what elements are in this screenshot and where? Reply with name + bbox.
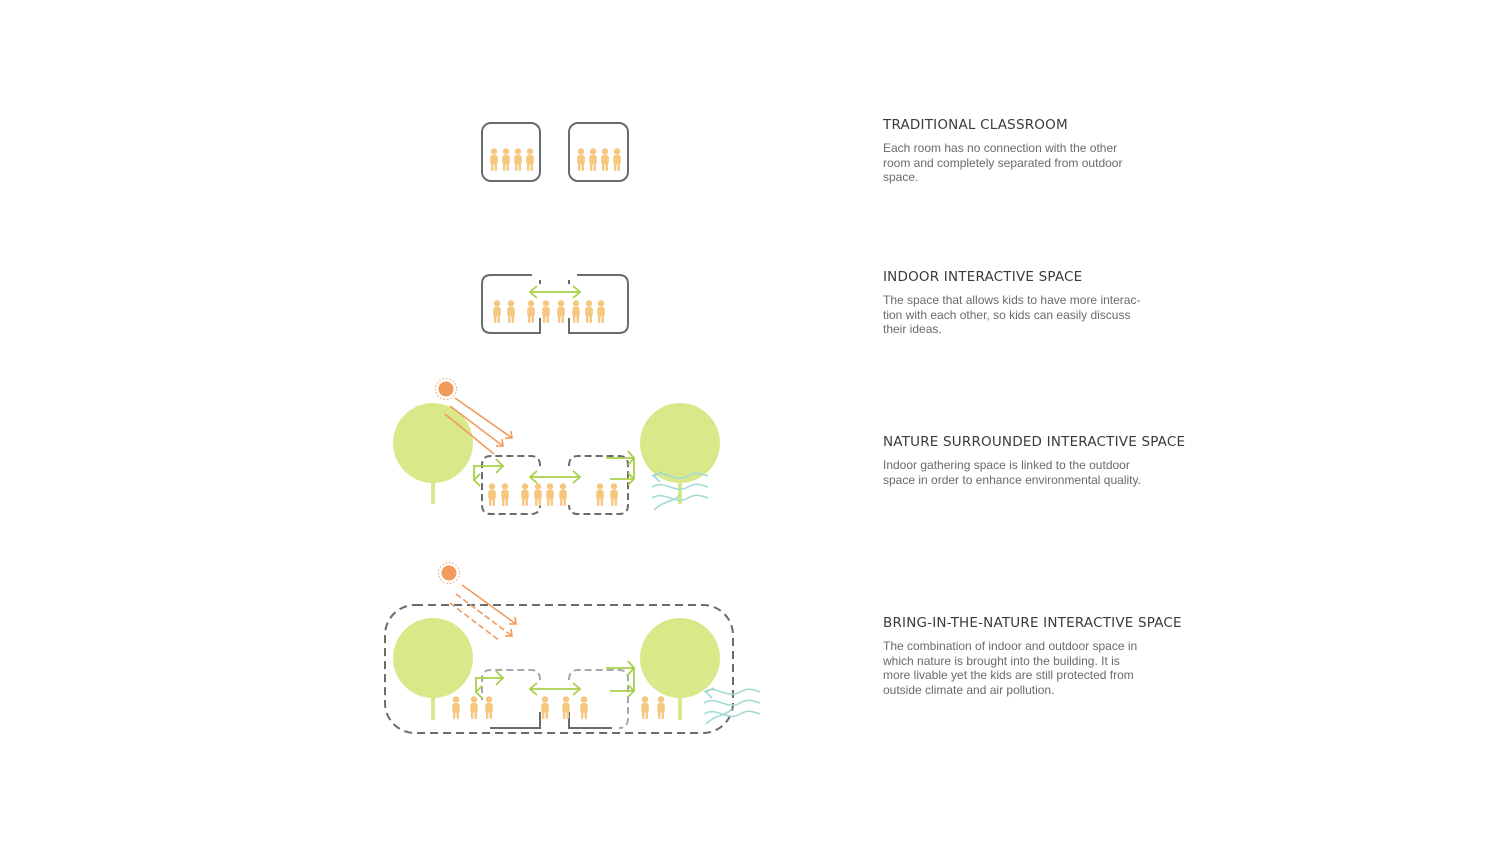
green-arrows-icon [472,450,636,487]
traditional-classroom-illustration [481,122,629,182]
classroom-room-right [568,122,629,182]
green-arrows-icon [474,660,636,699]
building-envelope-dashed [384,604,734,734]
tree-icon [640,403,720,504]
room-left-dashed [481,455,541,515]
section-title: NATURE SURROUNDED INTERACTIVE SPACE [883,434,1186,450]
kids-group-icon [452,696,665,719]
indoor-interactive-illustration [481,274,629,334]
section-nature-surrounded: NATURE SURROUNDED INTERACTIVE SPACE Indo… [883,434,1186,487]
room-left-open [481,274,541,334]
room-left-light [481,669,541,700]
sunlight-arrows-icon [444,397,513,455]
kids-group-icon [488,483,618,506]
tree-icon [393,403,473,504]
kids-group-icon [493,300,605,323]
section-title: TRADITIONAL CLASSROOM [883,117,1068,133]
sun-icon [438,562,460,584]
section-title: INDOOR INTERACTIVE SPACE [883,269,1083,285]
room-left-floor [490,712,541,729]
sun-icon [435,378,457,400]
room-right-light [568,669,629,729]
section-description: The space that allows kids to have more … [883,293,1141,337]
section-bring-in-nature: BRING-IN-THE-NATURE INTERACTIVE SPACE Th… [883,615,1183,697]
tree-icon [640,618,720,720]
kids-group-icon [490,148,621,171]
nature-surrounded-illustration [393,378,720,515]
double-arrow-icon [528,285,582,299]
tree-icon [393,618,473,720]
wind-icon [703,687,761,725]
bring-in-nature-illustration [384,562,761,734]
section-traditional-classroom: TRADITIONAL CLASSROOM Each room has no c… [883,117,1183,185]
room-right-open [568,274,629,334]
wind-icon [651,471,709,511]
sunlight-arrows-icon [449,584,517,642]
section-description: The combination of indoor and outdoor sp… [883,639,1138,697]
section-description: Indoor gathering space is linked to the … [883,458,1141,487]
classroom-room-left [481,122,541,182]
section-description: Each room has no connection with the oth… [883,141,1123,185]
section-indoor-interactive: INDOOR INTERACTIVE SPACE The space that … [883,269,1183,337]
room-right-floor [568,712,612,729]
section-title: BRING-IN-THE-NATURE INTERACTIVE SPACE [883,615,1182,631]
